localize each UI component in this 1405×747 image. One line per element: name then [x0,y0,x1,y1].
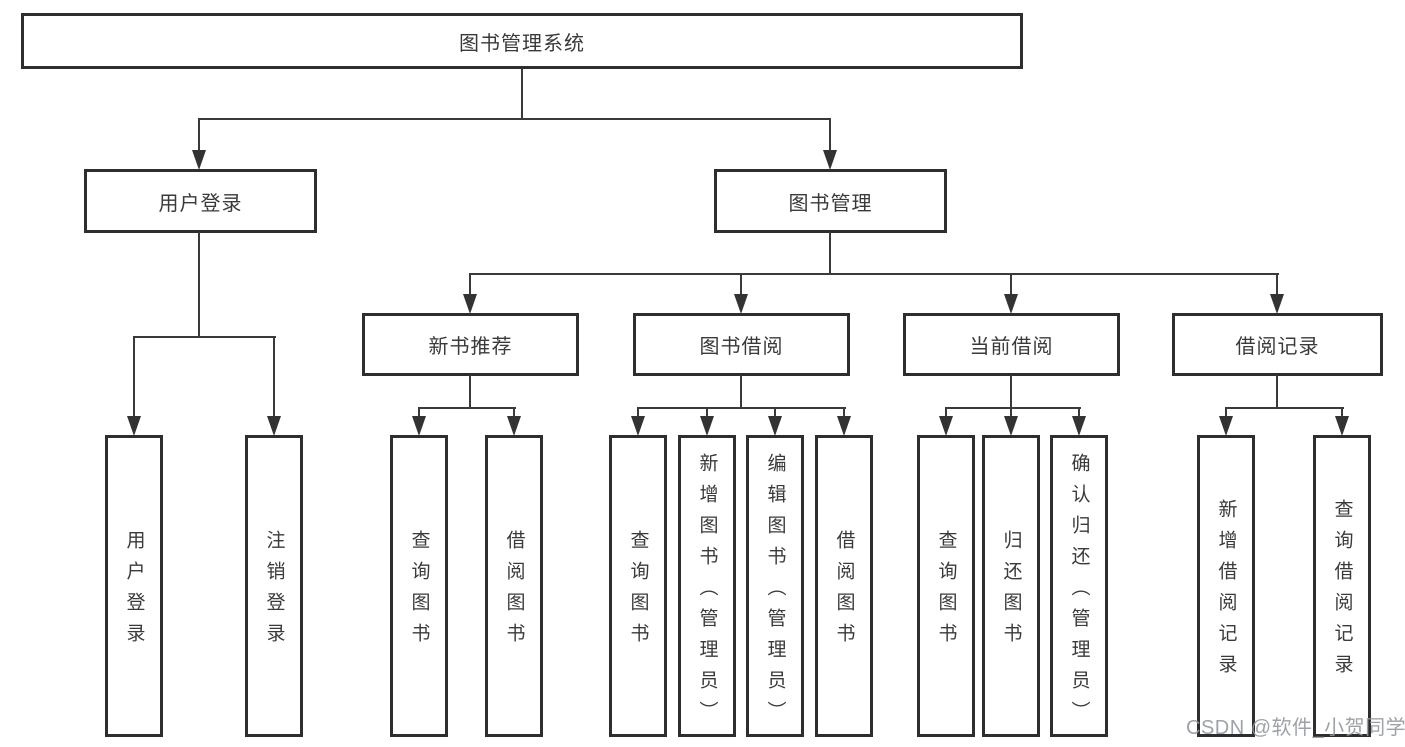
arrow-down-icon [939,416,953,436]
connector-to-leaf [1341,407,1343,417]
arrow-down-icon [507,416,521,436]
connector-to-user-login [198,118,200,152]
leaf-label: 借阅图书 [833,530,855,654]
arrow-down-icon [127,416,141,436]
connector-to-leaf [706,407,708,417]
node-book-borrow-label: 图书借阅 [699,336,784,358]
leaf-confirm-return-admin: 确认归还（管理员） [1050,435,1108,737]
node-book-management: 图书管理 [714,169,947,233]
leaf-label: 借阅图书 [503,530,525,654]
arrow-down-icon [1335,416,1349,436]
arrow-down-icon [1270,294,1284,314]
connector-to-leaf [418,407,420,417]
connector-to-records [1276,273,1278,296]
leaf-add-borrow-record: 新增借阅记录 [1197,435,1255,737]
leaf-borrow-books-recommend: 借阅图书 [485,435,543,737]
arrow-down-icon [823,150,837,170]
leaf-query-books-recommend: 查询图书 [390,435,448,737]
leaf-user-login-label: 用户登录 [123,530,145,654]
connector-to-leaf [1225,407,1227,417]
connector-to-leaf [843,407,845,417]
connector-to-leaf [513,407,515,417]
connector-to-leaf [774,407,776,417]
connector-user-login-stem [198,232,200,337]
csdn-watermark: CSDN @软件_小贺同学 [1186,717,1405,739]
node-new-book-recommend-label: 新书推荐 [428,336,513,358]
connector-recommend-bar [418,407,516,409]
connector-to-leaf [637,407,639,417]
leaf-label: 确认归还（管理员） [1068,452,1090,732]
connector-current-stem [1010,375,1012,408]
connector-to-leaf [1010,407,1012,417]
node-user-login: 用户登录 [84,169,317,233]
node-book-borrow: 图书借阅 [633,313,850,376]
connector-recommend-stem [469,375,471,408]
leaf-return-books: 归还图书 [982,435,1040,737]
arrow-down-icon [631,416,645,436]
leaf-query-borrow-record: 查询借阅记录 [1313,435,1371,737]
leaf-borrow-books: 借阅图书 [815,435,873,737]
connector-records-bar [1225,407,1344,409]
connector-user-login-bar [133,336,276,338]
arrow-down-icon [267,416,281,436]
connector-to-borrow [740,273,742,296]
connector-to-leaf [273,336,275,416]
node-borrow-records: 借阅记录 [1172,313,1383,376]
arrow-down-icon [837,416,851,436]
leaf-label: 新增图书（管理员） [696,452,718,732]
node-root-library-system: 图书管理系统 [21,13,1023,69]
node-book-management-label: 图书管理 [788,192,873,215]
node-new-book-recommend: 新书推荐 [362,313,579,376]
leaf-label: 新增借阅记录 [1215,499,1237,685]
connector-book-management-stem [829,232,831,274]
leaf-label: 编辑图书（管理员） [764,452,786,732]
leaf-add-books-admin: 新增图书（管理员） [678,435,736,737]
leaf-query-books-current: 查询图书 [917,435,975,737]
arrow-down-icon [1072,416,1086,436]
leaf-user-login: 用户登录 [105,435,163,737]
node-root-label: 图书管理系统 [459,32,585,55]
leaf-label: 查询借阅记录 [1331,499,1353,685]
connector-root-stem [521,69,523,119]
leaf-label: 归还图书 [1000,530,1022,654]
arrow-down-icon [463,294,477,314]
connector-records-stem [1276,375,1278,408]
node-current-borrow-label: 当前借阅 [969,336,1054,358]
arrow-down-icon [192,150,206,170]
leaf-query-books-borrow: 查询图书 [609,435,667,737]
connector-level2-bar [198,118,831,120]
connector-borrow-stem [740,375,742,408]
arrow-down-icon [700,416,714,436]
arrow-down-icon [1219,416,1233,436]
connector-to-book-management [829,118,831,152]
connector-to-recommend [469,273,471,296]
leaf-label: 查询图书 [408,530,430,654]
arrow-down-icon [1004,294,1018,314]
arrow-down-icon [768,416,782,436]
node-current-borrow: 当前借阅 [903,313,1120,376]
connector-current-bar [945,407,1081,409]
connector-to-current [1010,273,1012,296]
leaf-logout-label: 注销登录 [263,530,285,654]
arrow-down-icon [412,416,426,436]
arrow-down-icon [734,294,748,314]
leaf-logout: 注销登录 [245,435,303,737]
connector-borrow-bar [637,407,846,409]
node-borrow-records-label: 借阅记录 [1235,336,1320,358]
leaf-label: 查询图书 [935,530,957,654]
connector-to-leaf [133,336,135,416]
leaf-edit-books-admin: 编辑图书（管理员） [746,435,804,737]
leaf-label: 查询图书 [627,530,649,654]
arrow-down-icon [1004,416,1018,436]
connector-level3-bar [469,273,1279,275]
connector-to-leaf [945,407,947,417]
connector-to-leaf [1078,407,1080,417]
node-user-login-label: 用户登录 [158,192,243,215]
